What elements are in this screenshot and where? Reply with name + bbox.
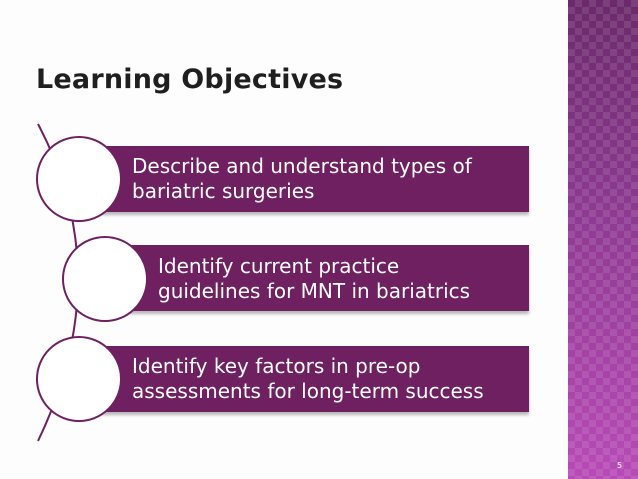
bullet-circle-2 bbox=[62, 236, 148, 322]
objective-2-line-2: guidelines for MNT in bariatrics bbox=[158, 279, 471, 303]
objective-2-line-1: Identify current practice bbox=[158, 254, 400, 278]
decorative-side-band bbox=[568, 0, 638, 479]
objective-1-line-1: Describe and understand types of bbox=[132, 154, 472, 178]
bullet-circle-3 bbox=[36, 336, 122, 422]
objective-1-line-2: bariatric surgeries bbox=[132, 179, 315, 203]
objective-3-line-2: assessments for long-term success bbox=[132, 379, 484, 403]
bullet-circle-1 bbox=[36, 136, 122, 222]
objective-box-3: Identify key factors in pre-op assessmen… bbox=[101, 346, 529, 412]
slide-title: Learning Objectives bbox=[36, 64, 344, 95]
objective-3-line-1: Identify key factors in pre-op bbox=[132, 354, 421, 378]
objective-box-2: Identify current practice guidelines for… bbox=[127, 245, 529, 311]
page-number: 5 bbox=[617, 461, 623, 470]
objective-box-1: Describe and understand types of bariatr… bbox=[101, 146, 529, 212]
